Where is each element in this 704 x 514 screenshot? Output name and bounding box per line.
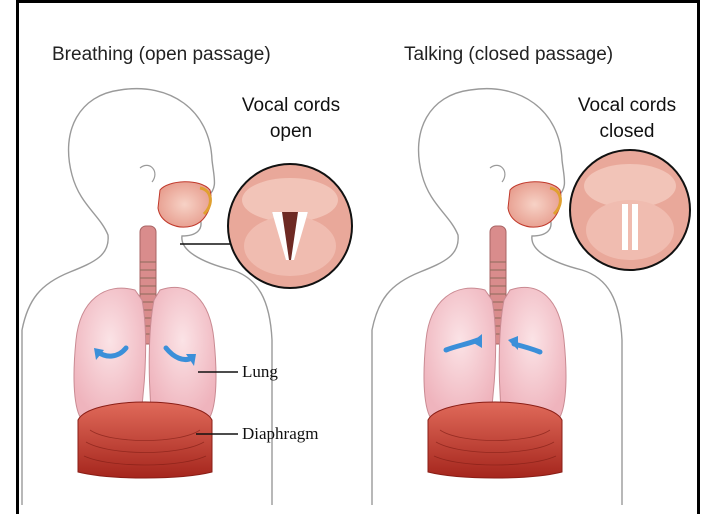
vocal-cords-open-label: Vocal cords open: [226, 93, 356, 145]
diaphragm-label: Diaphragm: [242, 424, 318, 444]
right-lung-left-side: [499, 287, 566, 420]
panel-title-breathing: Breathing (open passage): [52, 44, 271, 66]
panel-title-talking: Talking (closed passage): [404, 44, 613, 66]
vocal-cords-open-line1: Vocal cords: [226, 93, 356, 119]
right-figure: [372, 89, 690, 505]
lung-label: Lung: [242, 362, 278, 382]
left-vocal-cords-inset: [228, 164, 352, 288]
right-cord-2: [632, 204, 638, 250]
left-diaphragm: [78, 402, 212, 478]
left-ear: [140, 165, 155, 182]
right-ear: [490, 165, 505, 182]
right-lung-right-side: [424, 288, 496, 420]
right-diaphragm: [428, 402, 562, 478]
right-vocal-cords-inset: [570, 150, 690, 270]
vocal-cords-open-line2: open: [226, 119, 356, 145]
vocal-cords-closed-line1: Vocal cords: [562, 93, 692, 119]
right-cord-1: [622, 204, 628, 250]
vocal-cords-closed-line2: closed: [562, 119, 692, 145]
vocal-cords-closed-label: Vocal cords closed: [562, 93, 692, 145]
left-lung-left-side: [149, 287, 216, 420]
